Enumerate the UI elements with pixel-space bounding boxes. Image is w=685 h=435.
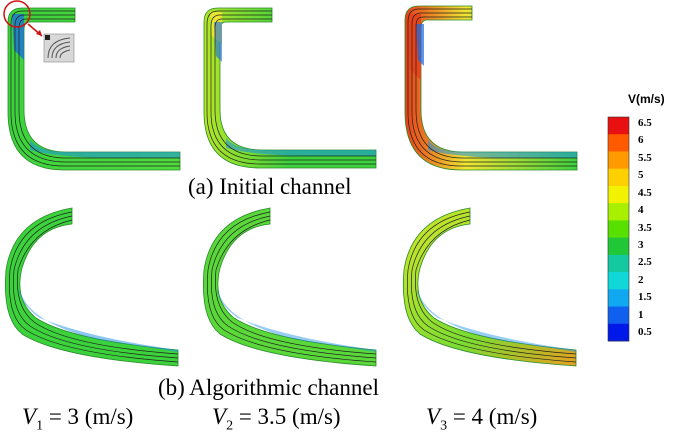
- legend-tick-label: 5: [638, 169, 644, 182]
- velocity-color-scale: [607, 116, 630, 342]
- initial-channel-row: [3, 0, 578, 171]
- legend-color-band: [608, 220, 629, 239]
- initial-channel-v1-plot: [3, 0, 181, 171]
- legend-color-band: [608, 168, 629, 187]
- legend-color-band: [608, 203, 629, 221]
- legend-color-band: [608, 134, 629, 152]
- algorithmic-channel-v1-plot: [5, 207, 179, 367]
- legend-tick-label: 2.5: [638, 256, 652, 269]
- legend-tick-label: 4.5: [638, 186, 652, 199]
- corner-inset-image: [43, 33, 75, 63]
- legend-color-band: [608, 185, 629, 204]
- corner-highlight-circle: [3, 0, 31, 28]
- legend-tick-label: 4: [638, 204, 644, 217]
- velocity-label-3: V3 = 4 (m/s): [426, 404, 538, 434]
- initial-channel-v2-plot: [203, 7, 377, 169]
- legend-tick-label: 1.5: [638, 291, 652, 304]
- legend-color-band: [608, 254, 629, 273]
- algorithmic-channel-row: [5, 207, 577, 367]
- legend-frame: [607, 116, 630, 342]
- legend-color-band: [608, 272, 629, 290]
- legend-tick-label: 3: [638, 238, 644, 251]
- algorithmic-channel-v3-plot: [403, 207, 577, 367]
- algorithmic-channel-caption: (b) Algorithmic channel: [158, 375, 379, 400]
- legend-color-band: [608, 289, 629, 307]
- legend-color-band: [608, 323, 629, 342]
- initial-channel-v3-plot: [404, 5, 578, 171]
- velocity-label-1: V1 = 3 (m/s): [22, 404, 134, 434]
- algorithmic-channel-v2-plot: [203, 207, 377, 367]
- legend-color-band: [608, 151, 629, 170]
- legend-color-band: [608, 237, 629, 256]
- legend-tick-label: 2: [638, 273, 644, 286]
- legend-tick-label: 1: [638, 308, 644, 321]
- legend-tick-label: 0.5: [638, 326, 652, 338]
- velocity-label-2: V2 = 3.5 (m/s): [212, 404, 341, 434]
- legend-tick-label: 3.5: [638, 221, 652, 234]
- legend-color-band: [608, 306, 629, 325]
- initial-channel-caption: (a) Initial channel: [188, 174, 352, 199]
- legend-title: V(m/s): [628, 92, 665, 106]
- legend-tick-label: 5.5: [638, 151, 652, 164]
- legend-color-band: [608, 117, 629, 135]
- legend-tick-label: 6: [638, 134, 644, 147]
- legend-tick-label: 6.5: [638, 117, 652, 129]
